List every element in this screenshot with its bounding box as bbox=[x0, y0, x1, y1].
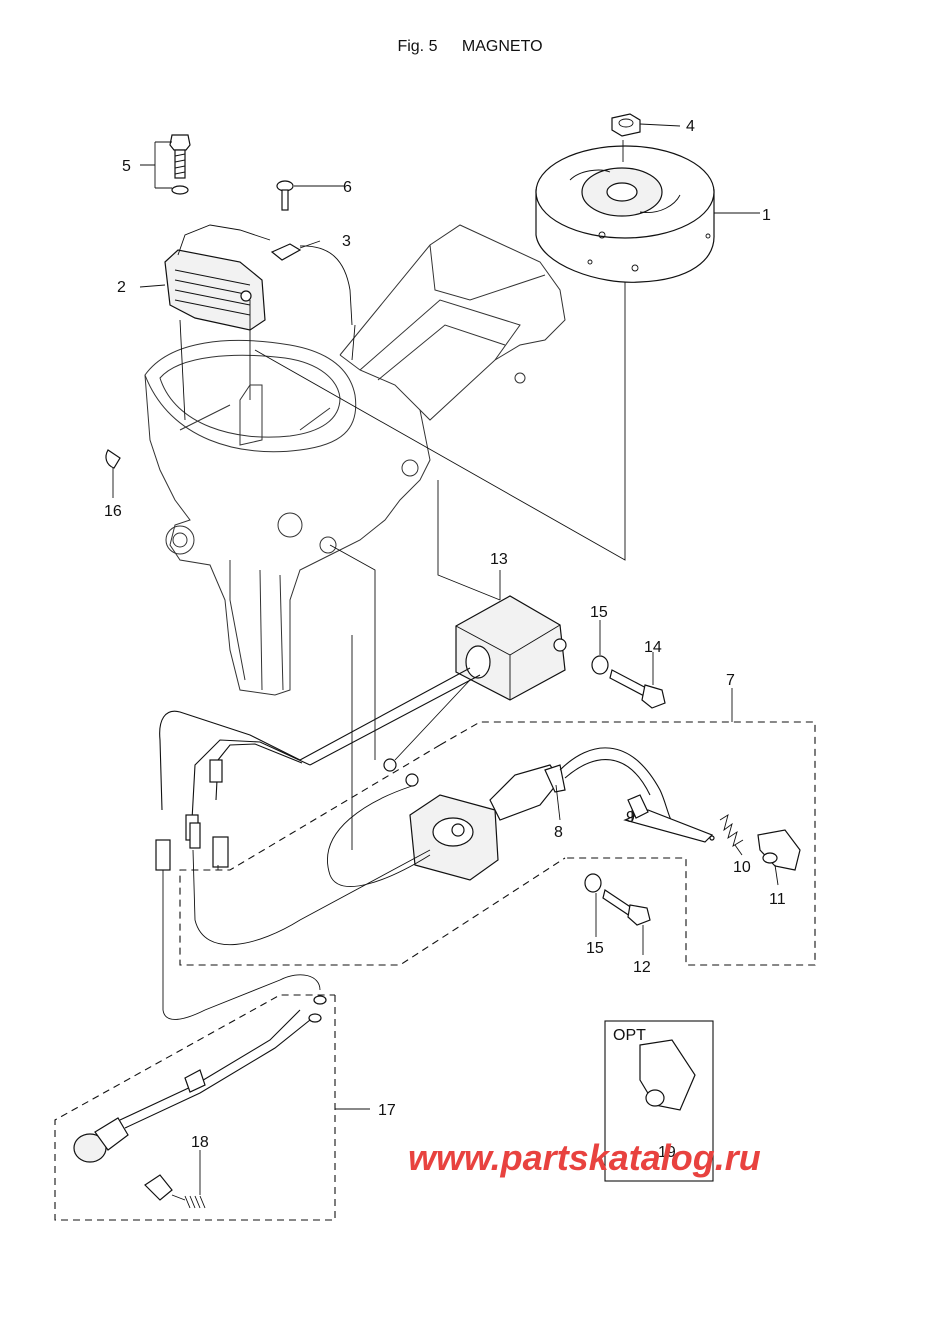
plug-cap bbox=[757, 829, 801, 871]
flywheel-nut bbox=[611, 113, 641, 137]
callout-6: 6 bbox=[343, 179, 352, 196]
callout-16: 16 bbox=[104, 503, 122, 520]
leader-lines bbox=[112, 123, 779, 1195]
opt-box bbox=[604, 1020, 714, 1182]
callout-14: 14 bbox=[644, 639, 662, 656]
cdi-bolt bbox=[609, 669, 666, 709]
callout-8: 8 bbox=[554, 824, 563, 841]
callout-15-lower: 15 bbox=[586, 940, 604, 957]
coil-bolt bbox=[169, 134, 191, 195]
flywheel bbox=[535, 145, 715, 283]
callout-1: 1 bbox=[762, 207, 771, 224]
callout-13: 13 bbox=[490, 551, 508, 568]
engine-housing bbox=[144, 224, 566, 696]
watermark: www.partskatalog.ru bbox=[408, 1137, 761, 1178]
callout-labels: 1 2 3 4 5 6 7 8 9 10 11 12 13 14 15 15 1… bbox=[104, 118, 786, 1161]
callout-15-upper: 15 bbox=[590, 604, 608, 621]
callout-5: 5 bbox=[122, 158, 131, 175]
callout-9: 9 bbox=[626, 809, 635, 826]
woodruff-key bbox=[105, 449, 121, 469]
callout-10: 10 bbox=[733, 859, 751, 876]
optional-plug-cap bbox=[639, 1039, 696, 1111]
callout-2: 2 bbox=[117, 279, 126, 296]
figure-name: MAGNETO bbox=[461, 38, 543, 55]
callout-18: 18 bbox=[191, 1134, 209, 1151]
stop-lanyard bbox=[144, 1174, 206, 1209]
clamp-screw bbox=[276, 180, 294, 211]
callout-7: 7 bbox=[726, 672, 735, 689]
figure-number: Fig. 5 bbox=[397, 38, 438, 55]
stop-switch bbox=[73, 995, 327, 1163]
callout-12: 12 bbox=[633, 959, 651, 976]
washer-upper bbox=[591, 655, 609, 675]
high-tension-cord bbox=[559, 747, 715, 843]
callout-3: 3 bbox=[342, 233, 351, 250]
wire-clamp bbox=[270, 243, 353, 326]
callout-4: 4 bbox=[686, 118, 695, 135]
washer-lower bbox=[584, 873, 602, 893]
spring bbox=[719, 814, 744, 847]
ignition-coil-bolt bbox=[602, 889, 651, 926]
callout-17: 17 bbox=[378, 1102, 396, 1119]
wiring-harness bbox=[155, 710, 431, 1020]
projection-lines bbox=[54, 282, 816, 1221]
ignition-coil bbox=[327, 764, 566, 887]
callout-11: 11 bbox=[769, 891, 786, 908]
charge-coil bbox=[164, 224, 271, 331]
opt-label: OPT bbox=[613, 1027, 646, 1044]
callout-19: 19 bbox=[658, 1144, 676, 1161]
figure-title: Fig. 5 MAGNETO bbox=[0, 38, 940, 56]
cdi-unit bbox=[299, 595, 567, 772]
